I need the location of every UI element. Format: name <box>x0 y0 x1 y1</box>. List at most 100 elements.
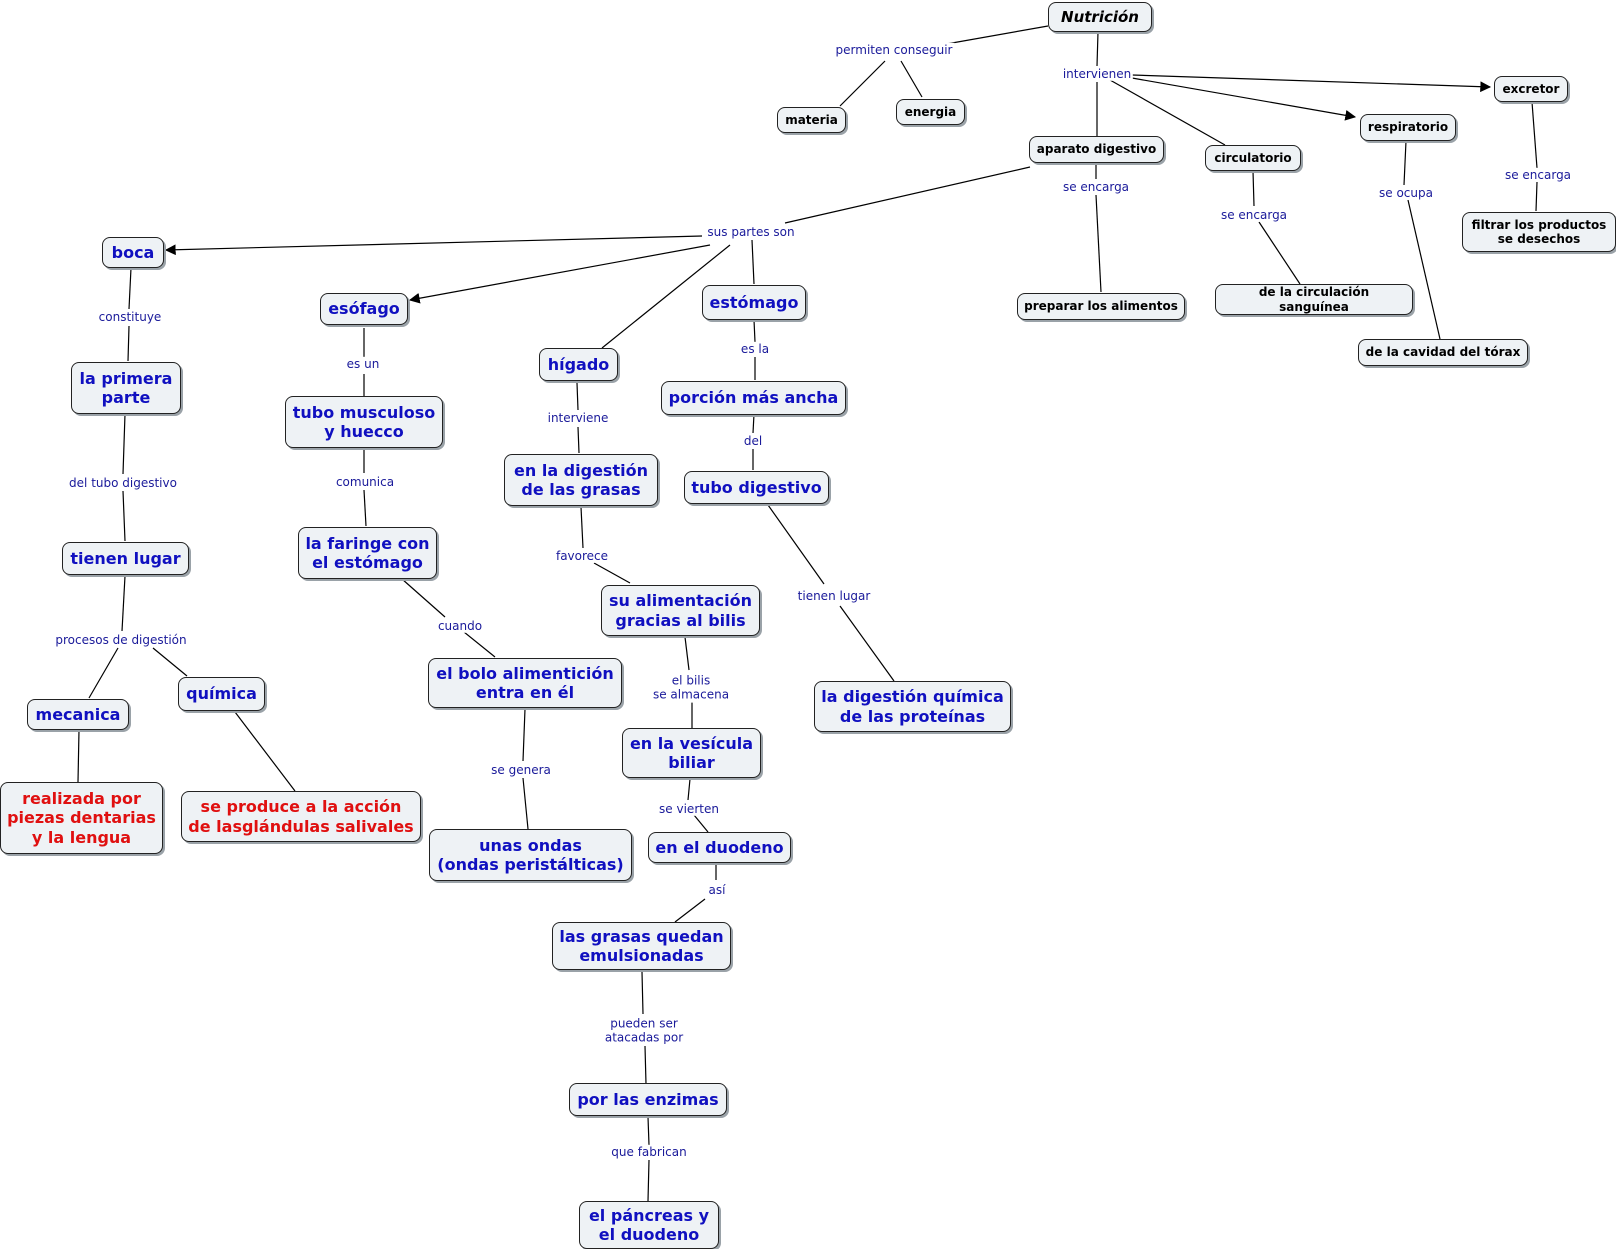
concept-bolo[interactable]: el bolo alimentición entra en él <box>428 658 622 708</box>
concept-tubo-digestivo[interactable]: tubo digestivo <box>684 471 829 504</box>
edge-mecanica-realizada <box>77 729 80 783</box>
link-interviene[interactable]: interviene <box>545 410 611 426</box>
concept-aparato-digestivo[interactable]: aparato digestivo <box>1029 136 1164 163</box>
edge-interviene-digestion <box>577 426 580 454</box>
edge-suspartes-boca <box>164 235 703 256</box>
concept-cavidad[interactable]: de la cavidad del tórax <box>1358 339 1528 366</box>
link-del-tubo-digestivo[interactable]: del tubo digestivo <box>67 475 179 491</box>
concept-digestion-grasas[interactable]: en la digestión de las grasas <box>504 454 658 506</box>
edge-nutricion-intervienen <box>1096 31 1099 67</box>
edge-cuando-bolo <box>463 631 496 658</box>
edge-porcion-del <box>752 413 755 434</box>
link-cuando[interactable]: cuando <box>435 618 485 634</box>
concept-nutricion[interactable]: Nutrición <box>1048 2 1152 32</box>
concept-preparar[interactable]: preparar los alimentos <box>1017 293 1185 320</box>
concept-estomago[interactable]: estómago <box>702 285 806 320</box>
link-el-bilis[interactable]: el bilis se almacena <box>650 673 732 703</box>
edge-favorece-sualimentacion <box>593 562 631 584</box>
edge-boca-constituye <box>128 267 132 310</box>
concept-primera-parte[interactable]: la primera parte <box>71 362 181 414</box>
edge-vesicula-severten <box>687 778 691 801</box>
edge-quimica-seproduce <box>234 711 296 792</box>
concept-grasas-emulsionadas[interactable]: las grasas quedan emulsionadas <box>552 922 731 970</box>
edge-constituye-primera <box>127 325 130 362</box>
edge-seocupa-cavidad <box>1407 199 1441 340</box>
concept-respiratorio[interactable]: respiratorio <box>1360 114 1456 141</box>
edge-intervienen-circulatorio <box>1109 79 1226 146</box>
link-favorece[interactable]: favorece <box>553 548 611 564</box>
link-se-genera[interactable]: se genera <box>489 762 553 778</box>
link-se-encarga-aparato[interactable]: se encarga <box>1060 179 1132 195</box>
concept-ondas[interactable]: unas ondas (ondas peristálticas) <box>429 829 632 881</box>
concept-su-alimentacion[interactable]: su alimentación gracias al bilis <box>601 585 760 636</box>
link-tienen-lugar[interactable]: tienen lugar <box>795 588 873 604</box>
edge-severten-duodeno <box>693 814 709 833</box>
edge-bolo-segenera <box>522 708 526 762</box>
concept-energia[interactable]: energia <box>896 99 965 125</box>
edge-permiten-energia <box>900 60 923 98</box>
concept-se-produce[interactable]: se produce a la acción de lasglándulas s… <box>181 791 421 842</box>
concept-boca[interactable]: boca <box>102 237 164 268</box>
edge-nutricion-permiten <box>934 25 1049 47</box>
edge-permiten-materia <box>839 60 886 107</box>
concept-circulatorio[interactable]: circulatorio <box>1205 145 1301 171</box>
link-sus-partes-son[interactable]: sus partes son <box>705 224 797 240</box>
link-permiten-conseguir[interactable]: permiten conseguir <box>833 42 955 58</box>
edge-comunica-faringe <box>363 489 367 527</box>
concept-circulacion[interactable]: de la circulación sanguínea <box>1215 284 1413 315</box>
edge-tienenlugar-proteinas <box>839 605 895 682</box>
concept-duodeno[interactable]: en el duodeno <box>648 832 791 863</box>
concept-filtrar[interactable]: filtrar los productos se desechos <box>1462 212 1616 252</box>
concept-quimica[interactable]: química <box>178 677 265 711</box>
edge-suspartes-esofago <box>408 244 711 304</box>
link-intervienen[interactable]: intervienen <box>1060 66 1134 82</box>
concept-pancreas[interactable]: el páncreas y el duodeno <box>579 1201 719 1249</box>
concept-enzimas[interactable]: por las enzimas <box>569 1083 727 1116</box>
concept-tienen-lugar[interactable]: tienen lugar <box>62 542 189 575</box>
edge-intervienen-excretor <box>1131 74 1492 93</box>
link-asi[interactable]: así <box>706 882 728 898</box>
concept-realizada[interactable]: realizada por piezas dentarias y la leng… <box>0 782 163 854</box>
link-se-encarga-circulatorio[interactable]: se encarga <box>1218 207 1290 223</box>
edge-procesos-quimica <box>152 647 188 677</box>
edge-digestion-favorece <box>580 506 584 549</box>
edge-quefabrican-pancreas <box>647 1159 650 1202</box>
link-procesos-digestion[interactable]: procesos de digestión <box>53 632 189 648</box>
link-se-ocupa[interactable]: se ocupa <box>1377 185 1435 201</box>
link-se-encarga-excretor[interactable]: se encarga <box>1502 167 1574 183</box>
concept-esofago[interactable]: esófago <box>320 293 408 325</box>
link-se-vierten[interactable]: se vierten <box>657 801 721 817</box>
link-constituye[interactable]: constituye <box>96 309 164 325</box>
edge-faringe-cuando <box>401 578 446 618</box>
edge-pueden-enzimas <box>644 1045 647 1085</box>
concept-vesicula[interactable]: en la vesícula biliar <box>622 728 761 778</box>
edge-asi-grasas <box>674 898 706 923</box>
edge-tubodig-tienenlugar <box>767 504 825 585</box>
edge-intervienen-respiratorio <box>1131 77 1357 121</box>
link-es-la[interactable]: es la <box>738 341 772 357</box>
edge-aparato-suspartes <box>784 166 1031 224</box>
concept-materia[interactable]: materia <box>777 107 846 133</box>
edge-seencarga-filtrar <box>1535 181 1538 212</box>
concept-excretor[interactable]: excretor <box>1494 76 1568 102</box>
link-es-un[interactable]: es un <box>344 356 382 372</box>
edge-higado-interviene <box>576 382 579 411</box>
link-comunica[interactable]: comunica <box>333 474 397 490</box>
edge-segenera-ondas <box>522 777 529 830</box>
concept-higado[interactable]: hígado <box>539 348 618 381</box>
concept-faringe[interactable]: la faringe con el estómago <box>298 527 437 579</box>
concept-digestion-proteinas[interactable]: la digestión química de las proteínas <box>814 681 1011 732</box>
concept-tubo-musculoso[interactable]: tubo musculoso y huecco <box>285 396 443 448</box>
edge-enzimas-quefabrican <box>647 1116 650 1146</box>
edge-suspartes-estomago <box>751 239 755 285</box>
link-pueden-ser[interactable]: pueden ser atacadas por <box>602 1016 686 1046</box>
concept-mecanica[interactable]: mecanica <box>27 699 129 730</box>
edge-excretor-seencarga <box>1531 101 1538 169</box>
edge-circulatorio-seencarga <box>1252 170 1255 207</box>
concept-porcion[interactable]: porción más ancha <box>661 381 846 415</box>
link-del[interactable]: del <box>741 433 765 449</box>
edge-tienenlugar-procesos <box>121 575 126 632</box>
link-que-fabrican[interactable]: que fabrican <box>609 1144 689 1160</box>
